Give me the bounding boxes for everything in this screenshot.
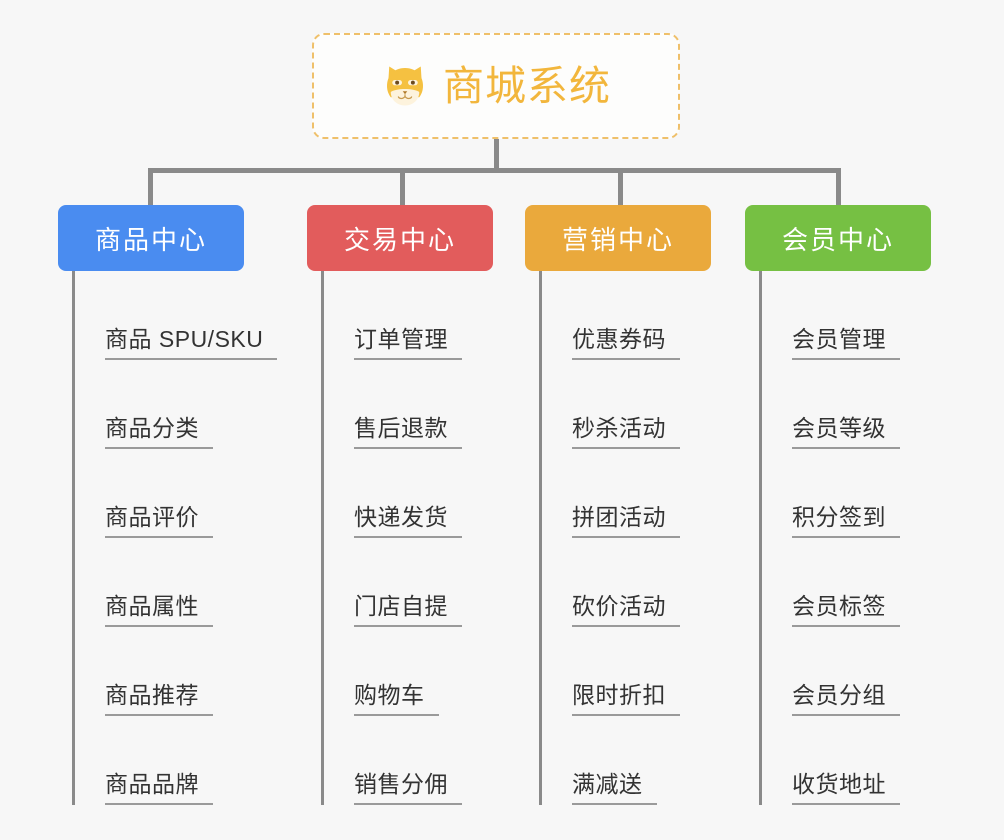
connector-branch-2-vertical: [400, 168, 405, 205]
connector-root-vertical: [494, 139, 499, 171]
connector-horizontal-bus: [148, 168, 840, 173]
list-item[interactable]: 售后退款: [324, 360, 537, 449]
list-item-label: 会员分组: [792, 682, 900, 716]
branch-items-marketing: 优惠券码 秒杀活动 拼团活动 砍价活动 限时折扣 满减送: [539, 271, 755, 805]
branch-items-member: 会员管理 会员等级 积分签到 会员标签 会员分组 收货地址: [759, 271, 975, 805]
list-item-label: 满减送: [572, 771, 657, 805]
list-item[interactable]: 限时折扣: [542, 627, 755, 716]
list-item-label: 会员等级: [792, 415, 900, 449]
root-title: 商城系统: [443, 62, 611, 109]
list-item-label: 积分签到: [792, 504, 900, 538]
list-item[interactable]: 会员等级: [762, 360, 975, 449]
list-item[interactable]: 订单管理: [324, 271, 537, 360]
list-item[interactable]: 商品品牌: [75, 716, 338, 805]
list-item-label: 商品 SPU/SKU: [105, 326, 278, 360]
list-item[interactable]: 积分签到: [762, 449, 975, 538]
list-item[interactable]: 购物车: [324, 627, 537, 716]
list-item-label: 销售分佣: [354, 771, 462, 805]
list-item[interactable]: 优惠券码: [542, 271, 755, 360]
list-item-label: 优惠券码: [572, 326, 680, 360]
list-item-label: 购物车: [354, 682, 439, 716]
list-item[interactable]: 商品推荐: [75, 627, 338, 716]
list-item[interactable]: 销售分佣: [324, 716, 537, 805]
list-item-label: 商品评价: [105, 504, 213, 538]
branch-node-product[interactable]: 商品中心: [58, 205, 244, 271]
branch-items-product: 商品 SPU/SKU 商品分类 商品评价 商品属性 商品推荐 商品品牌: [72, 271, 338, 805]
list-item[interactable]: 门店自提: [324, 538, 537, 627]
list-item-label: 会员标签: [792, 593, 900, 627]
list-item[interactable]: 收货地址: [762, 716, 975, 805]
connector-branch-1-vertical: [148, 168, 153, 205]
root-node[interactable]: 商城系统: [312, 33, 680, 139]
list-item-label: 限时折扣: [572, 682, 680, 716]
list-item[interactable]: 满减送: [542, 716, 755, 805]
shiba-dog-face-icon: [387, 66, 423, 106]
connector-branch-3-vertical: [618, 168, 623, 205]
list-item[interactable]: 秒杀活动: [542, 360, 755, 449]
branch-node-trade[interactable]: 交易中心: [307, 205, 493, 271]
list-item[interactable]: 会员标签: [762, 538, 975, 627]
list-item-label: 快递发货: [354, 504, 462, 538]
list-item-label: 砍价活动: [572, 593, 680, 627]
branch-column-product: 商品中心 商品 SPU/SKU 商品分类 商品评价 商品属性 商品推荐 商品品牌: [58, 205, 338, 805]
list-item[interactable]: 商品分类: [75, 360, 338, 449]
branch-node-marketing[interactable]: 营销中心: [525, 205, 711, 271]
list-item-label: 商品推荐: [105, 682, 213, 716]
list-item-label: 售后退款: [354, 415, 462, 449]
list-item[interactable]: 会员管理: [762, 271, 975, 360]
branch-column-marketing: 营销中心 优惠券码 秒杀活动 拼团活动 砍价活动 限时折扣 满减送: [525, 205, 755, 805]
branch-column-trade: 交易中心 订单管理 售后退款 快递发货 门店自提 购物车 销售分佣: [307, 205, 537, 805]
list-item-label: 门店自提: [354, 593, 462, 627]
list-item-label: 会员管理: [792, 326, 900, 360]
list-item[interactable]: 商品属性: [75, 538, 338, 627]
list-item-label: 收货地址: [792, 771, 900, 805]
list-item[interactable]: 快递发货: [324, 449, 537, 538]
connector-branch-4-vertical: [836, 168, 841, 205]
branch-column-member: 会员中心 会员管理 会员等级 积分签到 会员标签 会员分组 收货地址: [745, 205, 975, 805]
list-item-label: 商品品牌: [105, 771, 213, 805]
list-item[interactable]: 拼团活动: [542, 449, 755, 538]
list-item[interactable]: 商品 SPU/SKU: [75, 271, 338, 360]
list-item[interactable]: 商品评价: [75, 449, 338, 538]
list-item[interactable]: 砍价活动: [542, 538, 755, 627]
list-item-label: 秒杀活动: [572, 415, 680, 449]
list-item[interactable]: 会员分组: [762, 627, 975, 716]
list-item-label: 商品属性: [105, 593, 213, 627]
list-item-label: 商品分类: [105, 415, 213, 449]
list-item-label: 订单管理: [354, 326, 462, 360]
branch-node-member[interactable]: 会员中心: [745, 205, 931, 271]
branch-items-trade: 订单管理 售后退款 快递发货 门店自提 购物车 销售分佣: [321, 271, 537, 805]
list-item-label: 拼团活动: [572, 504, 680, 538]
